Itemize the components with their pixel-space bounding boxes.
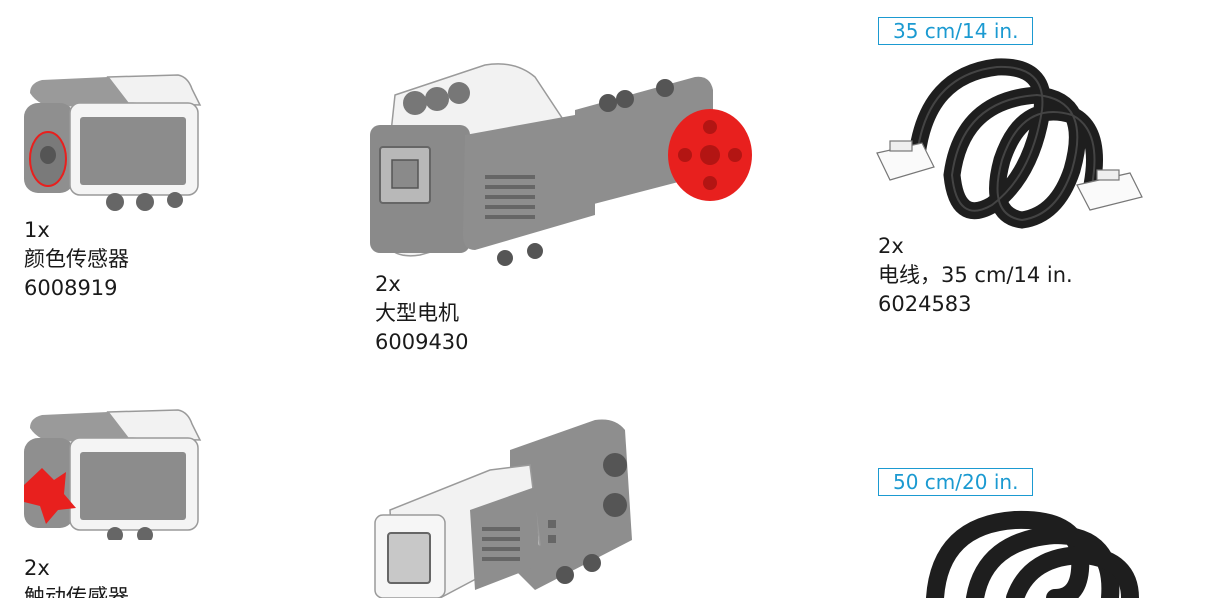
cable-35-number: 6024583 bbox=[878, 292, 972, 316]
large-motor-image bbox=[365, 55, 760, 270]
medium-motor-image bbox=[370, 415, 660, 598]
touch-sensor-caption: 2x 触动传感器 bbox=[24, 554, 129, 598]
touch-sensor-qty: 2x bbox=[24, 556, 50, 580]
color-sensor-name: 颜色传感器 bbox=[24, 247, 129, 271]
cable-35-name: 电线，35 cm/14 in. bbox=[878, 263, 1073, 287]
touch-sensor-name: 触动传感器 bbox=[24, 585, 129, 598]
large-motor-qty: 2x bbox=[375, 272, 401, 296]
large-motor-number: 6009430 bbox=[375, 330, 469, 354]
large-motor-caption: 2x 大型电机 6009430 bbox=[375, 270, 469, 357]
color-sensor-caption: 1x 颜色传感器 6008919 bbox=[24, 216, 129, 303]
color-sensor-number: 6008919 bbox=[24, 276, 118, 300]
large-motor-name: 大型电机 bbox=[375, 301, 459, 325]
color-sensor-image bbox=[20, 55, 205, 215]
touch-sensor-image bbox=[20, 390, 205, 540]
cable-35-caption: 2x 电线，35 cm/14 in. 6024583 bbox=[878, 232, 1073, 319]
cable-35-qty: 2x bbox=[878, 234, 904, 258]
cable-50-image bbox=[905, 510, 1150, 598]
cable-35-image bbox=[872, 55, 1152, 235]
color-sensor-qty: 1x bbox=[24, 218, 50, 242]
cable-50-length-label: 50 cm/20 in. bbox=[878, 468, 1034, 496]
cable-35-length-label: 35 cm/14 in. bbox=[878, 17, 1034, 45]
